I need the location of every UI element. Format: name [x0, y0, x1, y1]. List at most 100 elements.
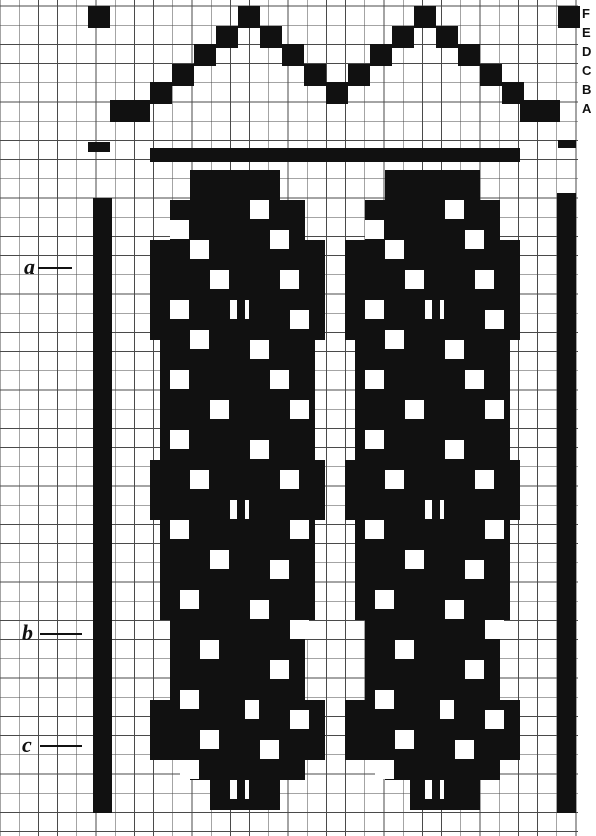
openwork-cell — [405, 270, 424, 289]
row-key: F E D C B A — [582, 6, 592, 116]
openwork-cell — [465, 660, 484, 679]
key-letter-f: F — [582, 6, 590, 21]
openwork-cell — [365, 300, 384, 319]
side-bar-left — [93, 198, 112, 813]
openwork-cell — [200, 730, 219, 749]
zigzag-cell — [150, 82, 172, 104]
marker-c-label: c — [22, 732, 32, 757]
openwork-cell — [250, 440, 269, 459]
openwork-cell — [385, 240, 404, 259]
openwork-cell — [445, 340, 464, 359]
openwork-cell — [375, 690, 394, 709]
zigzag-cell — [458, 44, 480, 66]
openwork-cell — [445, 200, 464, 219]
border-block — [88, 142, 110, 152]
openwork-cell — [365, 370, 384, 389]
openwork-cell — [290, 310, 309, 329]
openwork-cell — [375, 590, 394, 609]
openwork-cell — [210, 400, 229, 419]
openwork-cell — [485, 400, 504, 419]
openwork-cell — [180, 590, 199, 609]
openwork-cell — [385, 470, 404, 489]
openwork-cell — [270, 370, 289, 389]
zigzag-cell — [414, 6, 436, 28]
openwork-cell — [485, 310, 504, 329]
side-bar-right — [557, 193, 576, 813]
openwork-cell — [270, 230, 289, 249]
openwork-cell — [250, 600, 269, 619]
openwork-cell — [445, 600, 464, 619]
zigzag-cell — [216, 26, 238, 48]
zigzag-cell — [520, 100, 560, 122]
openwork-cell — [180, 690, 199, 709]
openwork-cell — [485, 520, 504, 539]
openwork-cell — [455, 740, 474, 759]
zigzag-cell — [304, 64, 326, 86]
key-letter-d: D — [582, 44, 591, 59]
openwork-cell — [405, 400, 424, 419]
openwork-cell — [250, 200, 269, 219]
openwork-cell — [280, 270, 299, 289]
zigzag-cell — [194, 44, 216, 66]
border-block — [88, 6, 110, 28]
openwork-cell — [170, 430, 189, 449]
openwork-cell — [170, 220, 189, 239]
openwork-cell — [465, 230, 484, 249]
openwork-cell — [180, 760, 199, 779]
zigzag-cell — [172, 64, 194, 86]
openwork-cell — [290, 710, 309, 729]
openwork-cell — [270, 560, 289, 579]
zigzag-cell — [348, 64, 370, 86]
openwork-cell — [290, 620, 309, 639]
openwork-cell — [270, 660, 289, 679]
openwork-cell — [190, 470, 209, 489]
key-letter-e: E — [582, 25, 591, 40]
openwork-cell — [190, 330, 209, 349]
openwork-cell — [445, 440, 464, 459]
openwork-cell — [475, 470, 494, 489]
motif-spine — [237, 180, 245, 800]
openwork-cell — [485, 710, 504, 729]
openwork-cell — [260, 740, 279, 759]
openwork-cell — [395, 730, 414, 749]
openwork-cell — [280, 470, 299, 489]
openwork-cell — [365, 520, 384, 539]
key-letter-b: B — [582, 82, 591, 97]
openwork-cell — [250, 340, 269, 359]
openwork-cell — [170, 300, 189, 319]
zigzag-cell — [436, 26, 458, 48]
marker-a-label: a — [24, 254, 35, 279]
zigzag-cell — [326, 82, 348, 104]
openwork-cell — [290, 520, 309, 539]
openwork-cell — [405, 550, 424, 569]
zigzag-cell — [260, 26, 282, 48]
openwork-cell — [200, 640, 219, 659]
openwork-cell — [170, 370, 189, 389]
border-block — [558, 140, 576, 148]
openwork-cell — [465, 370, 484, 389]
zigzag-cell — [370, 44, 392, 66]
band-cell — [150, 148, 520, 162]
border-block — [558, 6, 580, 28]
zigzag-cell — [392, 26, 414, 48]
openwork-cell — [395, 640, 414, 659]
marker-b-label: b — [22, 620, 33, 645]
openwork-cell — [385, 330, 404, 349]
openwork-cell — [170, 520, 189, 539]
openwork-cell — [190, 240, 209, 259]
zigzag-cell — [110, 100, 150, 122]
openwork-cell — [365, 220, 384, 239]
zigzag-cell — [238, 6, 260, 28]
zigzag-cell — [480, 64, 502, 86]
openwork-cell — [210, 270, 229, 289]
key-letter-a: A — [582, 101, 592, 116]
openwork-cell — [290, 400, 309, 419]
openwork-cell — [485, 620, 504, 639]
openwork-cell — [375, 760, 394, 779]
key-letter-c: C — [582, 63, 592, 78]
zigzag-cell — [282, 44, 304, 66]
openwork-cell — [465, 560, 484, 579]
openwork-cell — [475, 270, 494, 289]
motif-spine — [432, 180, 440, 800]
